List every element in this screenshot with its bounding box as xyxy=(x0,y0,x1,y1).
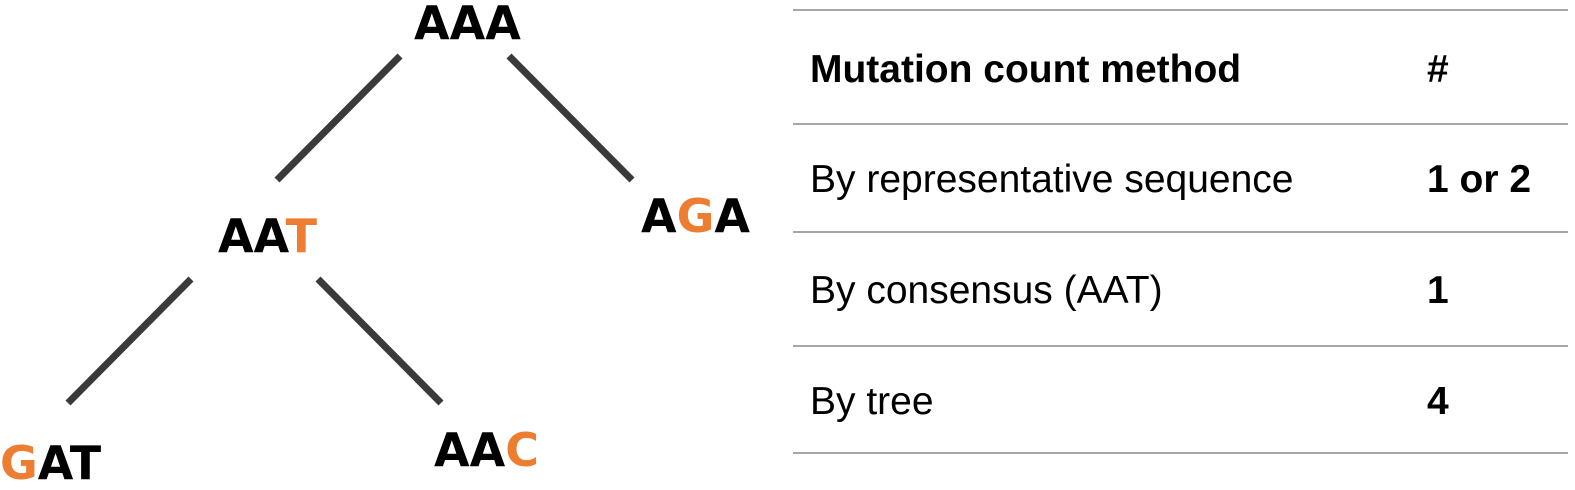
header-count: # xyxy=(1427,48,1449,91)
node-leaf-gat: GAT xyxy=(0,440,101,486)
mutated-base: C xyxy=(505,423,539,477)
mutated-base: G xyxy=(0,436,38,490)
row-method: By consensus (AAT) xyxy=(810,269,1163,312)
row-count: 4 xyxy=(1427,380,1449,423)
mutated-base: T xyxy=(285,209,318,263)
node-mid-aat: AAT xyxy=(218,213,317,259)
table-divider xyxy=(793,452,1568,454)
row-count: 1 or 2 xyxy=(1427,158,1532,201)
row-method: By representative sequence xyxy=(810,158,1294,201)
edge-mid-leaf1 xyxy=(65,276,194,406)
row-method: By tree xyxy=(810,380,934,423)
mutation-count-table: Mutation count method # By representativ… xyxy=(793,0,1568,482)
row-count: 1 xyxy=(1427,269,1449,312)
mutated-base: G xyxy=(676,189,715,243)
base: AA xyxy=(434,423,506,477)
edge-root-right xyxy=(506,53,635,183)
base: AT xyxy=(37,436,102,490)
base: AA xyxy=(218,209,286,263)
base: AAA xyxy=(414,0,521,50)
table-divider xyxy=(793,231,1568,233)
node-leaf-aac: AAC xyxy=(434,427,539,473)
base: A xyxy=(641,189,677,243)
tree-edges xyxy=(65,53,635,406)
edge-mid-leaf2 xyxy=(315,276,444,406)
table-divider xyxy=(793,123,1568,125)
node-root-aaa: AAA xyxy=(414,0,521,46)
node-right-aga: AGA xyxy=(641,193,750,239)
edge-root-mid xyxy=(274,53,403,183)
base: A xyxy=(714,189,750,243)
table-divider xyxy=(793,345,1568,347)
mutation-tree: AAA AAT AGA GAT AAC xyxy=(0,0,760,486)
table-divider xyxy=(793,9,1568,11)
header-method: Mutation count method xyxy=(810,48,1242,91)
